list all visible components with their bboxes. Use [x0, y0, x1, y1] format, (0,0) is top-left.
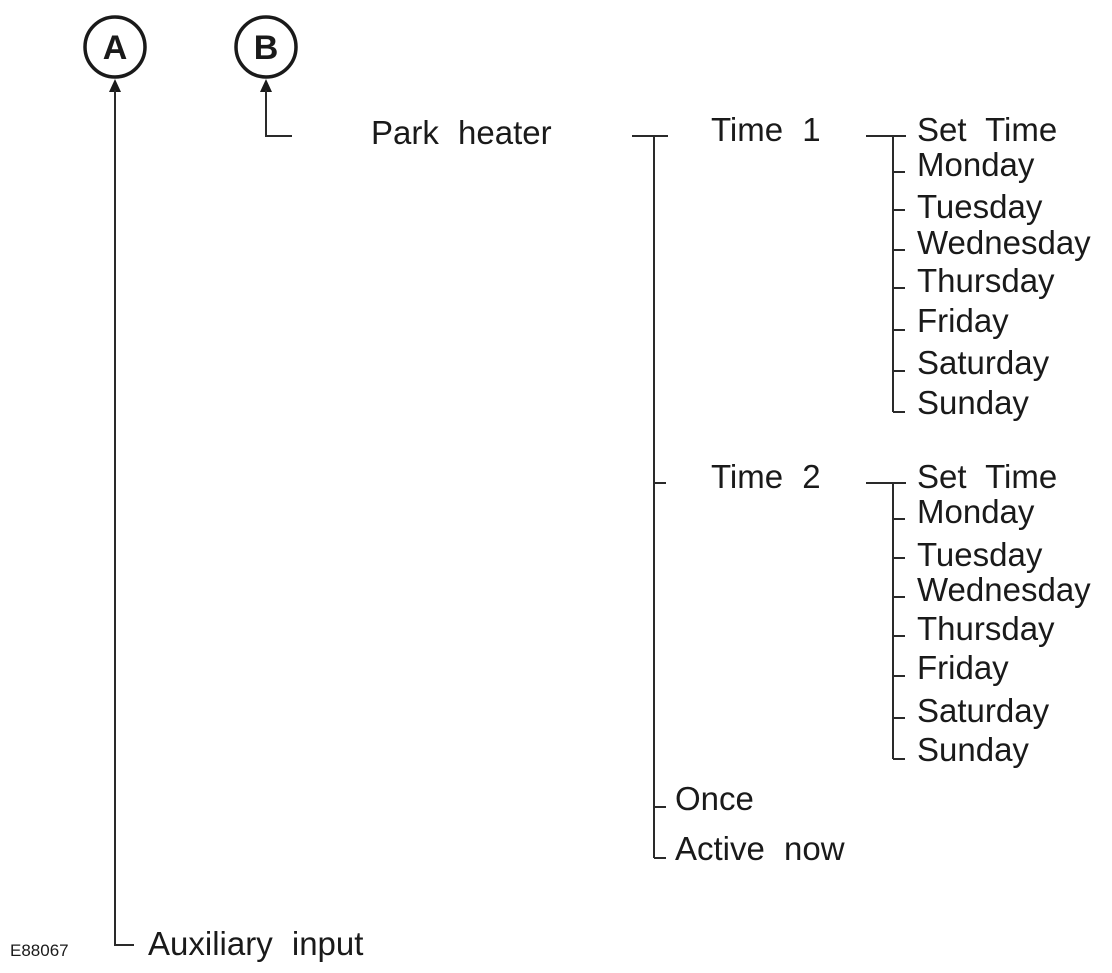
- time1-item-tuesday: Tuesday: [917, 188, 1043, 225]
- time1-item-set-time: Set Time: [917, 111, 1057, 148]
- time2-label: Time 2: [711, 458, 821, 495]
- once-label: Once: [675, 780, 754, 817]
- badge-a-letter: A: [103, 29, 128, 67]
- arrowhead-b: [260, 79, 272, 92]
- badge-b: B: [234, 15, 298, 79]
- time1-branches: [866, 135, 906, 413]
- figure-code: E88067: [10, 941, 69, 960]
- connector-b: [260, 79, 292, 137]
- time2-item-tuesday: Tuesday: [917, 536, 1043, 573]
- connector-b-line: [265, 90, 292, 137]
- connector-a: [109, 79, 134, 946]
- time2-item-friday: Friday: [917, 649, 1009, 686]
- park-heater-branches: [632, 135, 668, 859]
- time2-item-monday: Monday: [917, 493, 1035, 530]
- time1-item-monday: Monday: [917, 146, 1035, 183]
- time2-item-saturday: Saturday: [917, 692, 1050, 729]
- badge-b-letter: B: [254, 29, 279, 67]
- time1-item-sunday: Sunday: [917, 384, 1029, 421]
- time2-branches: [866, 482, 906, 760]
- active-now-label: Active now: [675, 830, 845, 867]
- time1-item-thursday: Thursday: [917, 262, 1055, 299]
- time1-item-wednesday: Wednesday: [917, 224, 1091, 261]
- arrowhead-a: [109, 79, 121, 92]
- park-heater-label: Park heater: [371, 114, 552, 151]
- time2-item-set-time: Set Time: [917, 458, 1057, 495]
- time1-item-saturday: Saturday: [917, 344, 1050, 381]
- time1-label: Time 1: [711, 111, 821, 148]
- auxiliary-input-label: Auxiliary input: [148, 925, 363, 962]
- time1-item-friday: Friday: [917, 302, 1009, 339]
- connector-a-line: [114, 90, 134, 946]
- time2-item-wednesday: Wednesday: [917, 571, 1091, 608]
- time2-item-thursday: Thursday: [917, 610, 1055, 647]
- time2-item-sunday: Sunday: [917, 731, 1029, 768]
- badge-a: A: [83, 15, 147, 79]
